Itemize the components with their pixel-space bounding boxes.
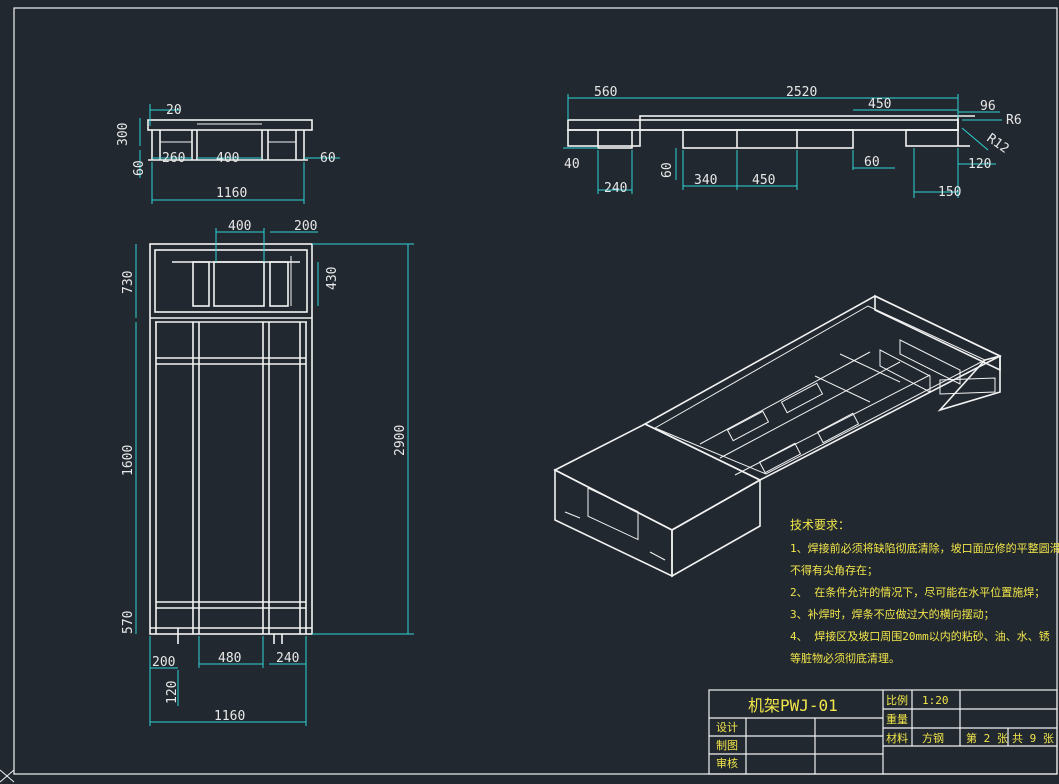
dim-1160-top: 1160 <box>216 186 247 201</box>
notes-line-2: 不得有尖角存在； <box>790 563 878 577</box>
dim-430: 430 <box>325 267 340 290</box>
drawing-title: 机架PWJ-01 <box>748 696 838 715</box>
isometric-view <box>553 294 1002 578</box>
dim-300: 300 <box>116 123 131 146</box>
corner-mark <box>0 769 15 783</box>
technical-notes: 技术要求： 1、焊接前必须将缺陷彻底清除，坡口面应修的平整圆滑。 不得有尖角存在… <box>790 518 1059 665</box>
scale-value: 1:20 <box>922 694 949 707</box>
dim-240: 240 <box>604 181 627 196</box>
dim-60b: 60 <box>320 151 336 166</box>
dim-200b-front: 200 <box>152 655 175 670</box>
notes-line-3: 2、 在条件允许的情况下，尽可能在水平位置施焊； <box>790 585 1045 599</box>
side-view-right: 560 2520 450 96 R6 R12 40 240 60 340 450… <box>563 85 1022 200</box>
dim-96: 96 <box>980 99 996 114</box>
dim-60: 60 <box>132 160 147 176</box>
dim-1600: 1600 <box>121 445 136 476</box>
front-view: 400 200 730 430 2900 1600 570 200 480 24… <box>121 219 414 726</box>
dim-2900: 2900 <box>393 425 408 456</box>
dim-120-front: 120 <box>165 681 180 704</box>
dim-730: 730 <box>121 271 136 294</box>
dim-560: 560 <box>594 85 617 100</box>
dim-240-front: 240 <box>276 651 299 666</box>
material-value: 方钢 <box>922 731 944 745</box>
dim-20: 20 <box>166 103 182 118</box>
dim-400: 400 <box>216 151 239 166</box>
dim-450: 450 <box>868 97 891 112</box>
dim-480: 480 <box>218 651 241 666</box>
dim-120: 120 <box>968 157 991 172</box>
sheet-total: 共 9 张 <box>1012 732 1054 745</box>
dim-1160-front: 1160 <box>214 709 245 724</box>
notes-line-1: 1、焊接前必须将缺陷彻底清除，坡口面应修的平整圆滑。 <box>790 541 1059 555</box>
notes-line-5: 4、 焊接区及坡口周围20mm以内的粘砂、油、水、锈 <box>790 629 1050 643</box>
title-block: 机架PWJ-01 比例 1:20 重量 材料 方钢 设计 制图 审核 第 2 张… <box>708 689 1058 775</box>
dim-r12: R12 <box>984 131 1012 157</box>
dim-200-front: 200 <box>294 219 317 234</box>
dim-260: 260 <box>162 151 185 166</box>
dim-40: 40 <box>564 157 580 172</box>
dim-r6: R6 <box>1006 113 1022 128</box>
notes-heading: 技术要求： <box>790 518 850 532</box>
dim-2520: 2520 <box>786 85 817 100</box>
dim-400-front: 400 <box>228 219 251 234</box>
sheet-number: 第 2 张 <box>966 731 1008 745</box>
side-view-left: 20 300 60 260 400 60 1160 <box>116 103 340 204</box>
notes-line-4: 3、补焊时，焊条不应做过大的横向摆动； <box>790 607 995 621</box>
notes-line-6: 等脏物必须彻底清理。 <box>790 651 900 665</box>
designer-label: 设计 <box>716 721 738 734</box>
dim-450b: 450 <box>752 173 775 188</box>
dim-60-v: 60 <box>660 162 675 178</box>
material-label: 材料 <box>886 731 908 745</box>
dim-150: 150 <box>938 185 961 200</box>
sheet-border <box>13 7 1058 775</box>
drafter-label: 制图 <box>716 739 738 752</box>
weight-label: 重量 <box>886 712 908 726</box>
dim-570: 570 <box>121 611 136 634</box>
reviewer-label: 审核 <box>716 756 738 770</box>
scale-label: 比例 <box>886 693 908 707</box>
dim-60b: 60 <box>864 155 880 170</box>
dim-340: 340 <box>694 173 717 188</box>
